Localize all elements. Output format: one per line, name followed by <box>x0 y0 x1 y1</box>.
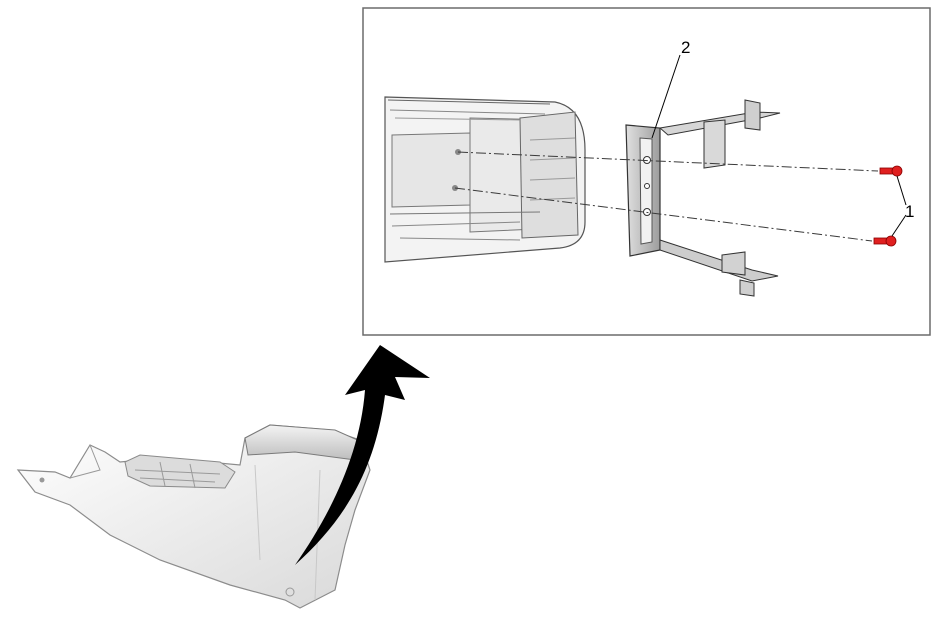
callout-label-1: 1 <box>905 202 914 221</box>
leader-lines <box>651 54 907 237</box>
mounting-bracket <box>625 99 781 297</box>
leader-line-2 <box>651 54 681 139</box>
alignment-line-upper <box>457 151 879 172</box>
alignment-lines <box>454 151 879 242</box>
callout-label-2: 2 <box>681 38 690 57</box>
center-console <box>16 424 371 609</box>
alignment-line-lower <box>454 187 873 242</box>
fastener-lower <box>873 235 897 247</box>
direction-arrow <box>295 345 430 565</box>
leader-line-1b <box>891 214 907 237</box>
armrest-compartment <box>384 96 586 263</box>
leader-line-1a <box>896 175 907 206</box>
